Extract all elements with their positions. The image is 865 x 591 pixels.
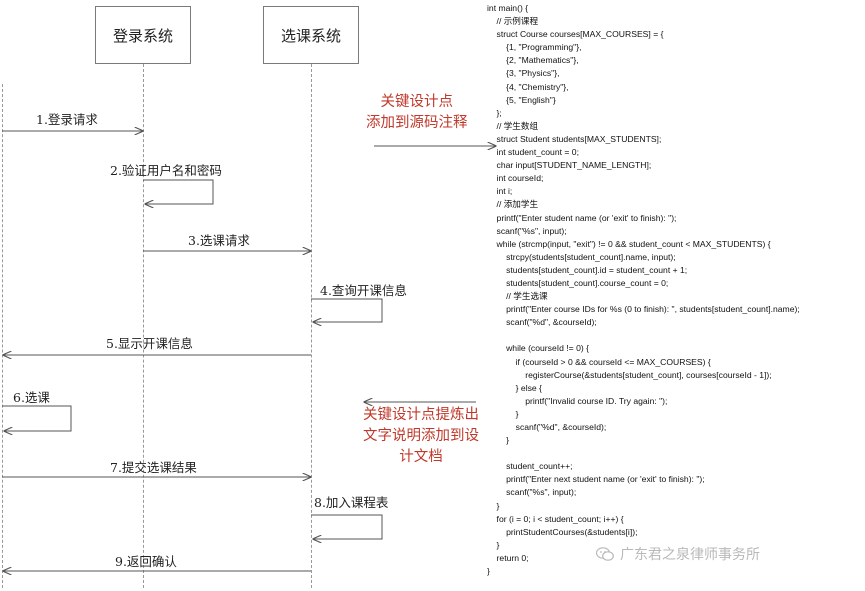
arrow-msg-6 [2,405,72,431]
lifeline-course-box: 选课系统 [263,6,359,64]
code-line: return 0; [487,552,529,563]
msg-label-7: 7.提交选课结果 [110,460,197,475]
note-bottom: 关键设计点提炼出 文字说明添加到设 计文档 [363,405,479,468]
msg-label-1: 1.登录请求 [36,112,98,127]
code-line: printf("Enter course IDs for %s (0 to fi… [487,304,800,315]
code-line: scanf("%s", input); [487,225,567,236]
note-bottom-line-2: 文字说明添加到设 [363,428,479,444]
note-bottom-line-1: 关键设计点提炼出 [363,407,479,423]
note-bottom-line-3: 计文档 [399,449,443,465]
code-line: {3, "Physics"}, [487,68,560,79]
note-top: 关键设计点 添加到源码注释 [366,92,468,134]
code-line: {4, "Chemistry"}, [487,81,569,92]
code-line: // 示例课程 [487,16,539,27]
code-line: {5, "English"} [487,94,556,105]
msg-label-5: 5.显示开课信息 [106,336,193,351]
note-top-line-2: 添加到源码注释 [366,115,468,131]
code-line: int courseId; [487,173,544,184]
code-line [487,329,859,342]
msg-label-8: 8.加入课程表 [314,495,389,510]
code-line: scanf("%d", &courseId); [487,422,607,432]
msg-label-4: 4.查询开课信息 [320,283,407,298]
arrow-msg-4 [311,298,383,322]
code-line: if (courseId > 0 && courseId <= MAX_COUR… [487,356,711,367]
lifeline-login-line [143,64,144,588]
code-line: struct Course courses[MAX_COURSES] = { [487,29,664,40]
code-line: students[student_count].id = student_cou… [487,264,688,275]
code-line: // 添加学生 [487,199,539,210]
lifeline-course-label: 选课系统 [280,26,341,45]
msg-label-2: 2.验证用户名和密码 [110,163,222,178]
code-line: int student_count = 0; [487,147,579,158]
lifeline-login-box: 登录系统 [95,6,191,64]
code-line: int i; [487,186,513,197]
code-line: char input[STUDENT_NAME_LENGTH]; [487,160,652,171]
code-line: scanf("%d", &courseId); [487,317,597,328]
code-line: }; [487,107,502,118]
note-top-line-1: 关键设计点 [380,94,454,110]
code-line: printf("Invalid course ID. Try again: ")… [487,395,668,406]
code-line: // 学生数组 [487,120,539,131]
watermark: 广东君之泉律师事务所 [596,544,760,564]
code-line: int main() { [487,3,529,13]
watermark-text: 广东君之泉律师事务所 [620,547,760,563]
lifeline-course-line [311,64,312,588]
code-line: scanf("%s", input); [487,487,577,498]
code-line: while (courseId != 0) { [487,343,589,354]
msg-label-3: 3.选课请求 [188,233,250,248]
code-line: } [487,500,500,511]
code-line: printf("Enter next student name (or 'exi… [487,474,705,485]
code-line [487,447,859,460]
arrow-msg-8 [311,514,383,539]
code-line: {2, "Mathematics"}, [487,55,579,66]
code-line: } else { [487,382,542,393]
code-line: student_count++; [487,461,573,472]
code-line: printStudentCourses(&students[i]); [487,526,638,537]
code-line: for (i = 0; i < student_count; i++) { [487,513,624,524]
code-line: } [487,539,500,550]
code-line: while (strcmp(input, "exit") != 0 && stu… [487,238,771,249]
code-line: registerCourse(&students[student_count],… [487,369,772,380]
msg-label-9: 9.返回确认 [115,554,177,569]
source-code-listing: int main() { // 示例课程 struct Course cours… [487,2,859,578]
code-line: struct Student students[MAX_STUDENTS]; [487,133,662,144]
code-line: } [487,566,490,577]
lifeline-login-label: 登录系统 [112,26,173,45]
msg-label-6: 6.选课 [13,390,50,405]
code-line: {1, "Programming"}, [487,42,582,53]
code-line: printf("Enter student name (or 'exit' to… [487,212,677,223]
code-line: // 学生选课 [487,291,548,302]
code-line: strcpy(students[student_count].name, inp… [487,251,676,262]
code-line: } [487,408,519,419]
wechat-icon [596,547,614,561]
arrow-msg-2 [143,179,214,204]
code-line: } [487,435,509,446]
code-line: students[student_count].course_count = 0… [487,277,669,288]
lifeline-user-line [2,84,3,588]
